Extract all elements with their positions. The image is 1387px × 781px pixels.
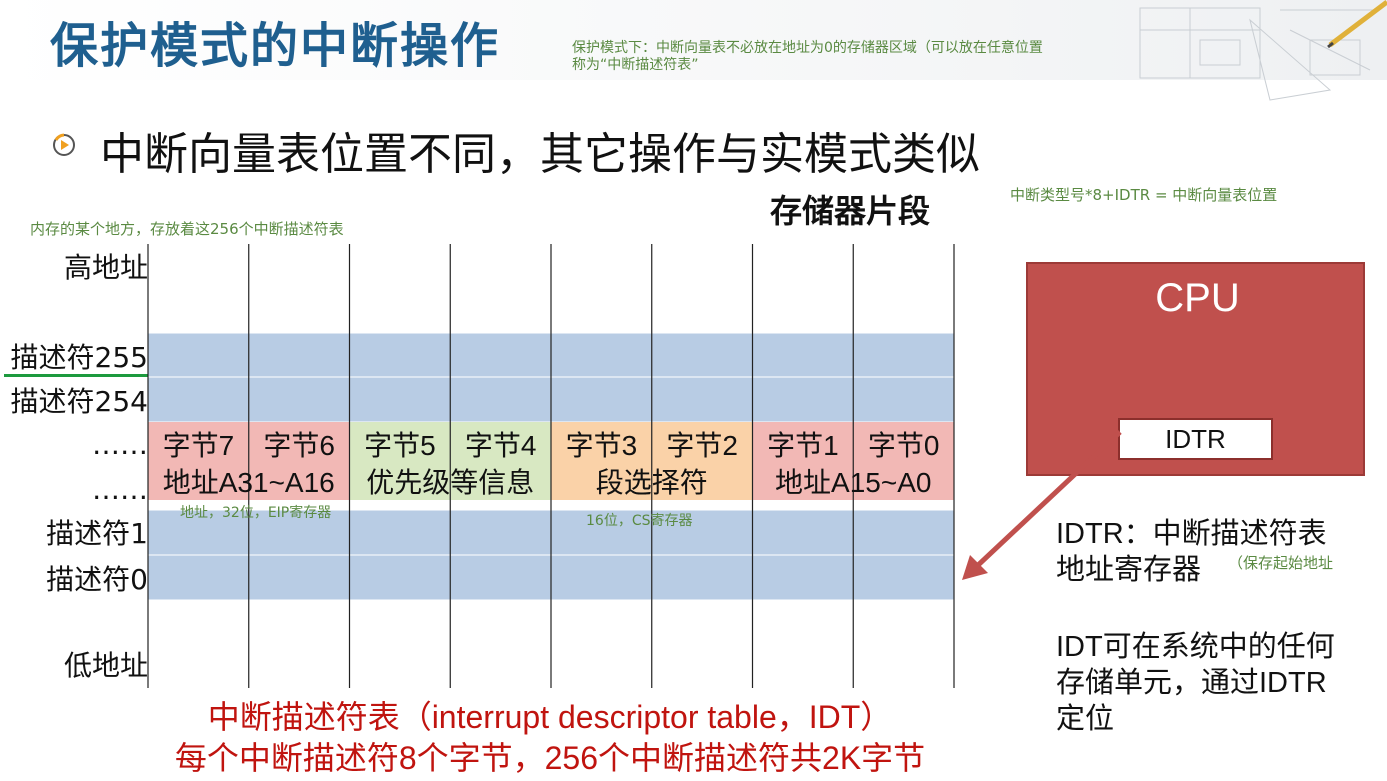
label-descriptor-1: 描述符1	[46, 517, 148, 550]
byte-label: 字节0	[868, 430, 940, 461]
label-descriptor-255: 描述符255	[10, 341, 148, 374]
idtr-register-box: IDTR	[1118, 418, 1273, 460]
drafting-sketch-decoration	[1130, 0, 1387, 110]
field-label: 段选择符	[596, 467, 708, 498]
byte-label: 字节6	[263, 430, 335, 461]
idt-definition: 中断描述符表（interrupt descriptor table，IDT）	[207, 699, 893, 735]
slide-title: 保护模式的中断操作	[50, 18, 501, 74]
idtr-description-line2: 地址寄存器	[1056, 554, 1202, 586]
idt-location-line1: IDT可在系统中的任何	[1056, 631, 1335, 663]
idtr-description-line1: IDTR：中断描述符表	[1056, 518, 1327, 550]
pencil-icon	[1327, 0, 1387, 49]
byte-label: 字节5	[364, 430, 436, 461]
label-descriptor-254: 描述符254	[10, 385, 148, 418]
byte-label: 字节2	[666, 430, 738, 461]
title-bar	[0, 0, 1387, 80]
note-address-32bit: 地址，32位，EIP寄存器	[180, 505, 332, 521]
header-note-line1: 保护模式下：中断向量表不必放在地址为0的存储器区域（可以放在任意位置	[572, 40, 1043, 56]
label-descriptor-0: 描述符0	[46, 563, 148, 596]
bullet-heading: 中断向量表位置不同，其它操作与实模式类似	[100, 129, 980, 180]
byte-label: 字节3	[566, 430, 638, 461]
memory-title: 存储器片段	[770, 192, 931, 230]
field-label: 地址A15~A0	[775, 467, 931, 498]
circle-play-icon	[52, 133, 76, 157]
label-ellipsis-2: ……	[92, 473, 148, 506]
byte-label: 字节7	[163, 430, 235, 461]
cpu-label: CPU	[1155, 276, 1240, 320]
label-high-address: 高地址	[63, 251, 148, 284]
idtr-start-address-note: （保存起始地址	[1228, 554, 1334, 572]
idt-size-summary: 每个中断描述符8个字节，256个中断描述符共2K字节	[174, 740, 926, 776]
note-cs-16bit: 16位，CS寄存器	[586, 513, 693, 529]
descriptor-255-underline	[4, 374, 148, 377]
table-note: 内存的某个地方，存放着这256个中断描述符表	[30, 220, 344, 238]
byte-label: 字节1	[767, 430, 839, 461]
field-label: 优先级等信息	[366, 467, 534, 498]
field-label: 地址A31~A16	[163, 467, 335, 498]
header-note-line2: 称为“中断描述符表”	[572, 57, 699, 73]
label-low-address: 低地址	[63, 649, 148, 682]
idt-location-line2: 存储单元，通过IDTR	[1056, 667, 1327, 699]
idt-location-line3: 定位	[1056, 703, 1115, 735]
byte-label: 字节4	[465, 430, 537, 461]
label-ellipsis-1: ……	[92, 428, 148, 461]
formula-note: 中断类型号*8+IDTR = 中断向量表位置	[1010, 186, 1278, 204]
